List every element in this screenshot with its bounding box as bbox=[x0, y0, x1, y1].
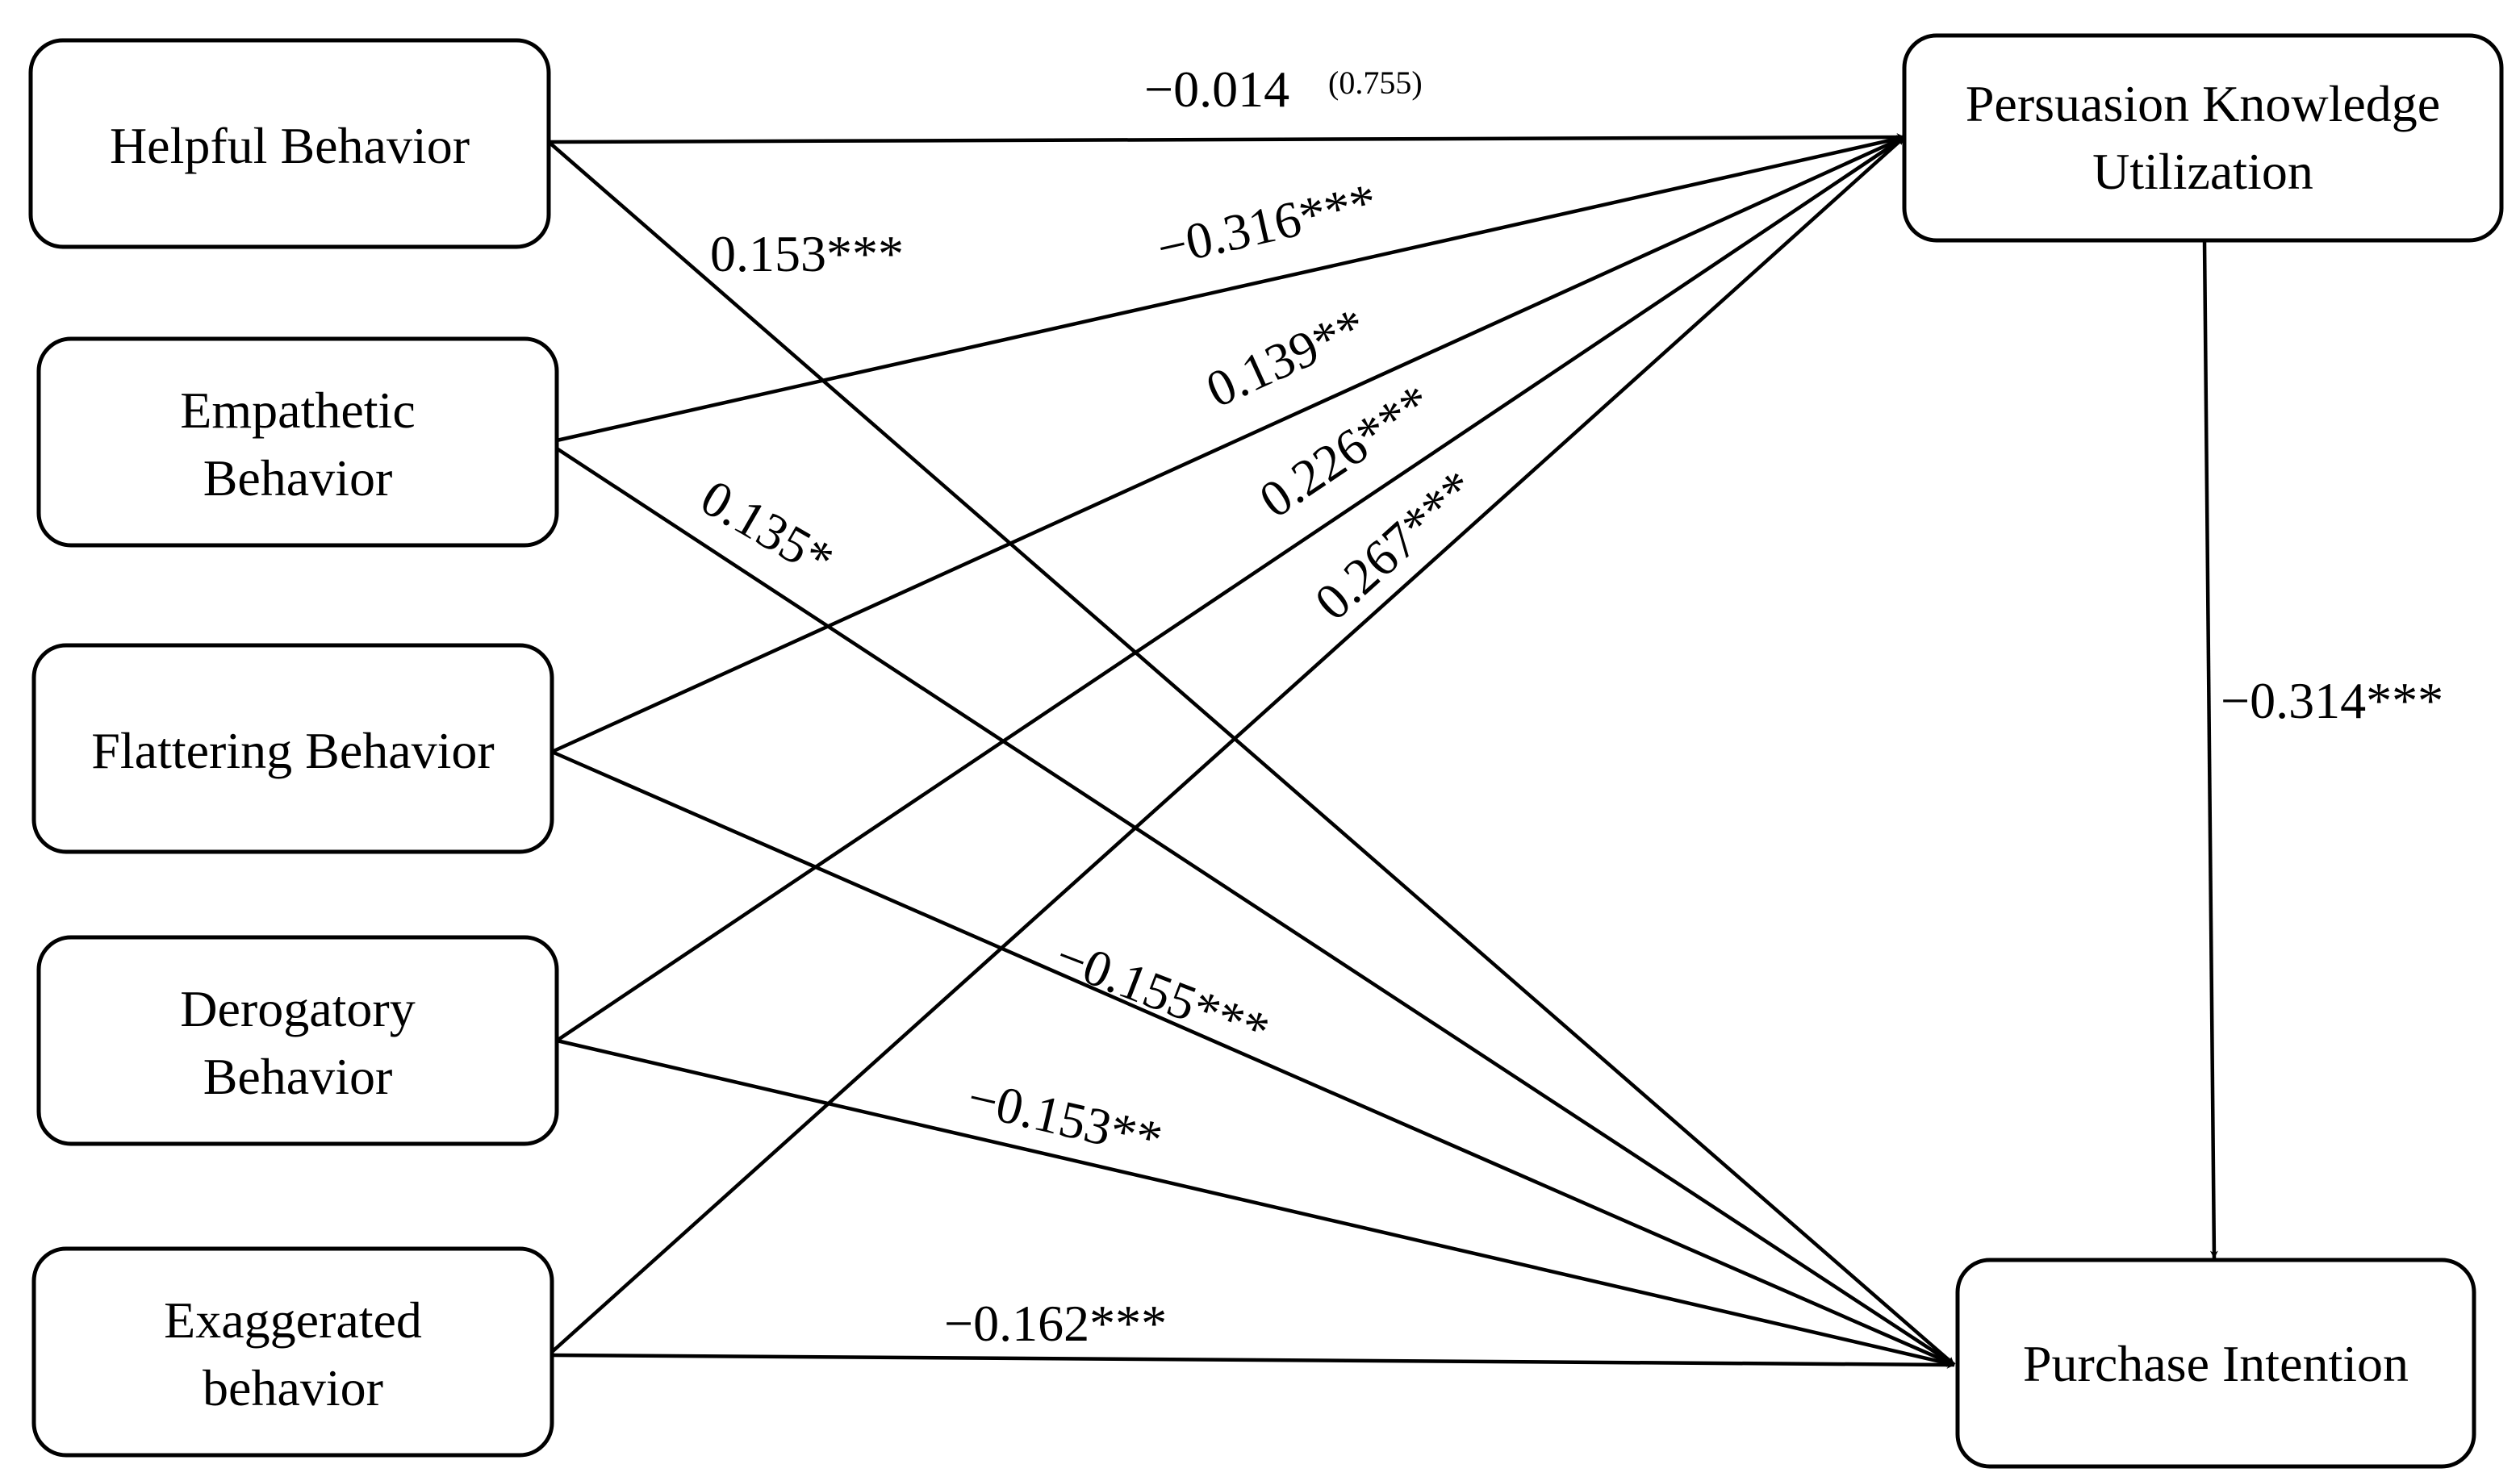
node-box bbox=[1902, 33, 2504, 243]
coef-helpful-pku-pvalue: (0.755) bbox=[1328, 65, 1423, 101]
coef-empathetic-pi: 0.135* bbox=[692, 469, 843, 589]
coef-flattering-pku: 0.139** bbox=[1197, 297, 1374, 419]
node-label-line-2: Behavior bbox=[203, 1048, 393, 1105]
coef-exaggerated-pi: −0.162*** bbox=[944, 1295, 1167, 1352]
node-box bbox=[28, 38, 551, 249]
coef-helpful-pi: 0.153*** bbox=[710, 225, 904, 282]
node-label: Flattering Behavior bbox=[91, 722, 494, 779]
node-helpful-behavior: Helpful Behavior bbox=[28, 38, 551, 249]
paths bbox=[547, 133, 2218, 1369]
node-box bbox=[36, 336, 559, 548]
coef-derogatory-pi: −0.153** bbox=[963, 1068, 1168, 1168]
node-box bbox=[1955, 1258, 2476, 1469]
edge-derogatory-pi bbox=[556, 1038, 1955, 1367]
node-label-line-1: Exaggerated bbox=[164, 1291, 422, 1349]
node-exaggerated-behavior: Exaggerated behavior bbox=[31, 1246, 554, 1458]
node-flattering-behavior: Flattering Behavior bbox=[31, 643, 554, 854]
node-box bbox=[31, 1246, 554, 1458]
node-label: Helpful Behavior bbox=[110, 117, 470, 174]
node-box bbox=[31, 643, 554, 854]
node-label-line-2: Behavior bbox=[203, 449, 393, 507]
edge-flattering-pi bbox=[551, 749, 1955, 1367]
edge-helpful-pi bbox=[547, 140, 1956, 1366]
edge-empathetic-pi bbox=[555, 447, 1956, 1366]
node-label-line-2: Utilization bbox=[2092, 143, 2313, 200]
coef-helpful-pku: −0.014 bbox=[1144, 60, 1289, 118]
node-box bbox=[36, 935, 559, 1146]
node-label: Purchase Intention bbox=[2023, 1335, 2409, 1392]
edge-exaggerated-pku bbox=[550, 136, 1906, 1354]
node-empathetic-behavior: Empathetic Behavior bbox=[36, 336, 559, 548]
node-label-line-1: Empathetic bbox=[180, 382, 415, 439]
node-persuasion-knowledge-utilization: Persuasion Knowledge Utilization bbox=[1902, 33, 2504, 243]
node-derogatory-behavior: Derogatory Behavior bbox=[36, 935, 559, 1146]
node-purchase-intention: Purchase Intention bbox=[1955, 1258, 2476, 1469]
coef-flattering-pi: −0.155*** bbox=[1048, 927, 1277, 1060]
edge-exaggerated-pi bbox=[551, 1353, 1955, 1369]
edge-derogatory-pku bbox=[555, 136, 1906, 1042]
node-label-line-1: Persuasion Knowledge bbox=[1966, 75, 2440, 132]
edge-pku-pi bbox=[2202, 240, 2218, 1259]
edge-flattering-pku bbox=[551, 135, 1905, 754]
edge-helpful-pku bbox=[548, 133, 1905, 144]
coefficients: −0.014 (0.755) 0.153*** −0.316*** 0.135*… bbox=[692, 60, 2443, 1352]
node-label-line-1: Derogatory bbox=[180, 980, 415, 1037]
node-label-line-2: behavior bbox=[203, 1359, 383, 1416]
coef-pku-pi: −0.314*** bbox=[2221, 672, 2443, 729]
edge-empathetic-pku bbox=[556, 135, 1905, 443]
